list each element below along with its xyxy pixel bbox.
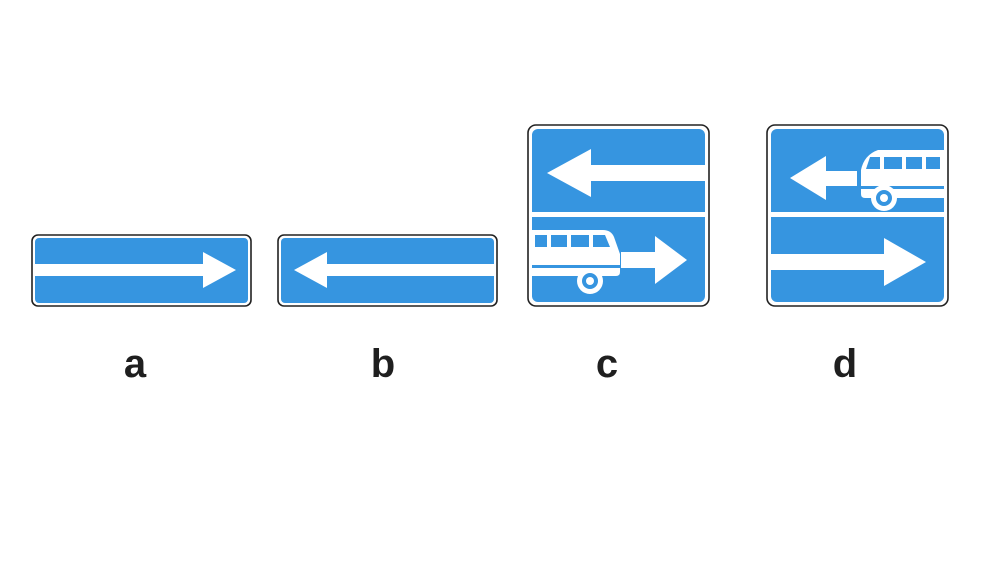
arrow-right-icon — [771, 238, 926, 286]
sign-b-label: b — [370, 342, 396, 386]
arrow-left-icon — [294, 252, 494, 288]
arrow-right-icon — [35, 252, 236, 288]
sign-b — [277, 234, 498, 307]
bus-icon — [861, 150, 944, 211]
arrow-right-icon — [621, 236, 687, 284]
sign-a-label: a — [123, 342, 147, 386]
sign-c — [527, 124, 710, 307]
sign-d-label: d — [832, 342, 858, 386]
arrow-left-icon — [547, 149, 705, 197]
sign-a — [31, 234, 252, 307]
bus-icon — [532, 230, 620, 294]
arrow-left-icon — [790, 156, 857, 200]
sign-c-label: c — [595, 342, 619, 386]
sign-d — [766, 124, 949, 307]
